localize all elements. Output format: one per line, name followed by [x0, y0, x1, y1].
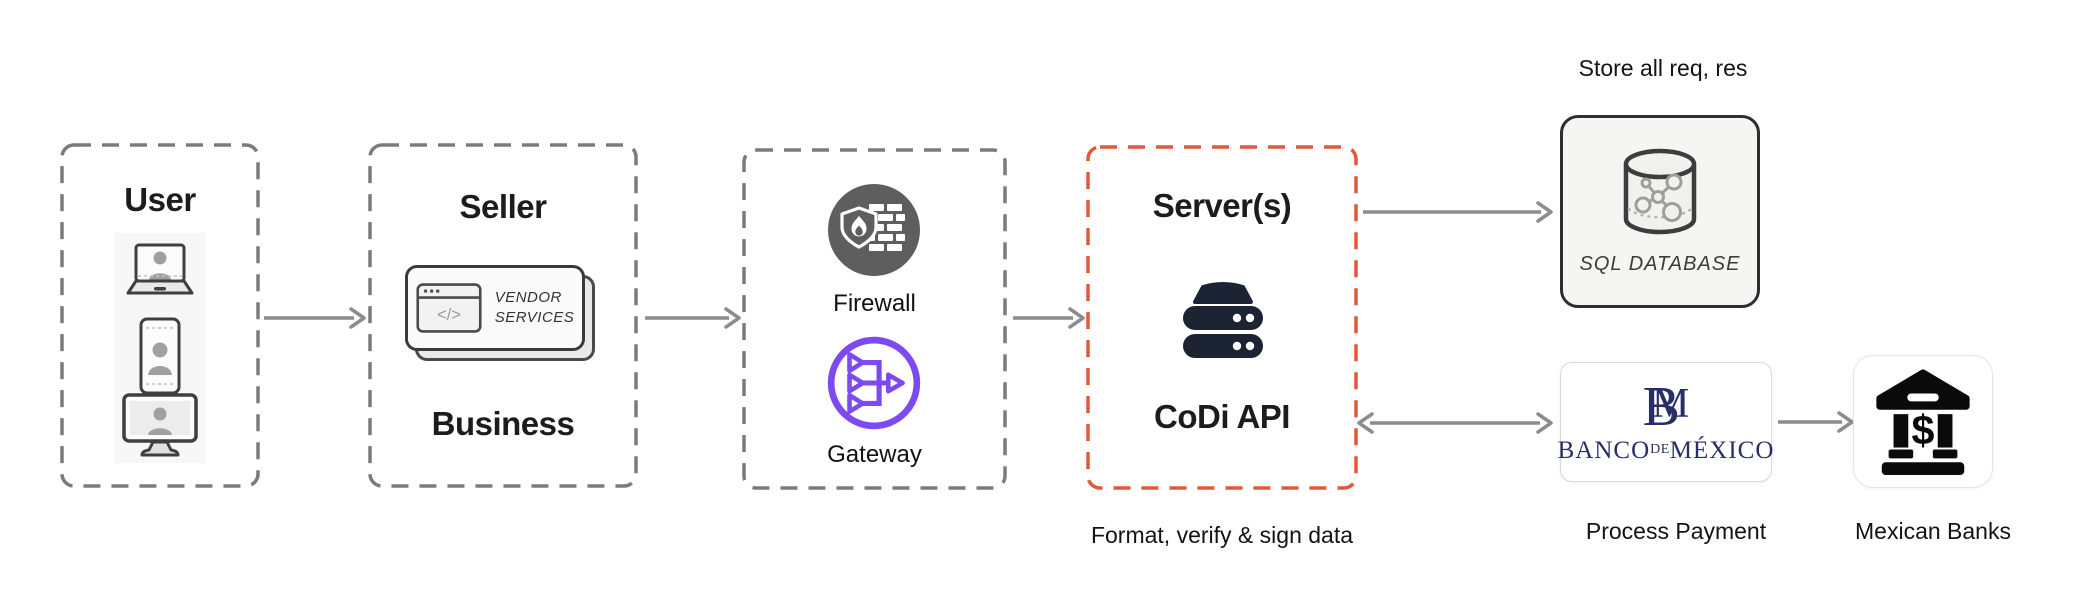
vendor-line2: SERVICES — [494, 309, 575, 326]
arrow-seller-to-firewall — [645, 307, 741, 329]
sql-database-card: SQL DATABASE — [1560, 115, 1760, 308]
user-node: User — [60, 143, 260, 488]
banxico-caption: Process Payment — [1585, 518, 1767, 544]
arrow-firewall-to-server — [1013, 307, 1085, 329]
vendor-services-label: VENDOR SERVICES — [495, 288, 575, 329]
mexican-banks-card: $ — [1853, 355, 1993, 488]
arrow-banxico-to-banks — [1778, 411, 1854, 433]
user-node-border — [60, 143, 260, 488]
seller-title: Seller — [459, 188, 547, 225]
sql-database-label: SQL DATABASE — [1579, 253, 1741, 275]
database-caption: Store all req, res — [1578, 55, 1748, 81]
database-cylinder-icon — [1623, 148, 1697, 235]
banxico-card: BM BANCODEMÉXICO — [1558, 362, 1775, 482]
banxico-name-mexico: MÉXICO — [1669, 437, 1775, 464]
monogram-b: B — [1642, 376, 1680, 438]
server-title: Server(s) — [1152, 187, 1292, 224]
gateway-icon — [827, 336, 921, 430]
monitor-user-icon — [122, 393, 198, 457]
monogram-m: M — [1652, 381, 1690, 427]
firewall-icon — [828, 184, 920, 276]
laptop-user-icon — [126, 243, 194, 295]
security-node-border — [742, 148, 1007, 490]
browser-code-icon: </> — [416, 283, 482, 333]
banxico-name-banco: BANCO — [1557, 437, 1651, 464]
banks-caption: Mexican Banks — [1855, 518, 2011, 544]
firewall-label: Firewall — [833, 290, 916, 317]
arrow-server-to-database — [1363, 201, 1553, 223]
gateway-label: Gateway — [827, 441, 922, 468]
code-glyph: </> — [437, 306, 461, 324]
banxico-monogram: BM — [1643, 379, 1690, 435]
arrow-codi-banxico-bidirectional — [1357, 412, 1553, 434]
security-node: Firewall Gateway — [742, 148, 1007, 490]
bank-building-icon: $ — [1876, 368, 1970, 475]
vendor-services-card: </> VENDOR SERVICES — [405, 265, 585, 351]
vendor-line1: VENDOR — [494, 288, 562, 306]
phone-user-icon — [139, 317, 181, 395]
user-title: User — [124, 181, 196, 218]
dollar-glyph: $ — [1912, 407, 1935, 453]
server-caption: Format, verify & sign data — [1090, 522, 1354, 548]
codi-api-title: CoDi API — [1154, 398, 1290, 435]
server-node: Server(s) CoDi API — [1086, 145, 1358, 490]
banxico-name-de: DE — [1650, 442, 1670, 457]
banxico-name: BANCODEMÉXICO — [1558, 437, 1775, 465]
arrow-user-to-seller — [264, 307, 366, 329]
business-title: Business — [431, 405, 575, 442]
server-node-border — [1086, 145, 1358, 490]
seller-node-border — [368, 143, 638, 488]
server-stack-icon — [1183, 282, 1263, 358]
seller-node: Seller </> VENDOR SERVICES Business — [368, 143, 638, 488]
